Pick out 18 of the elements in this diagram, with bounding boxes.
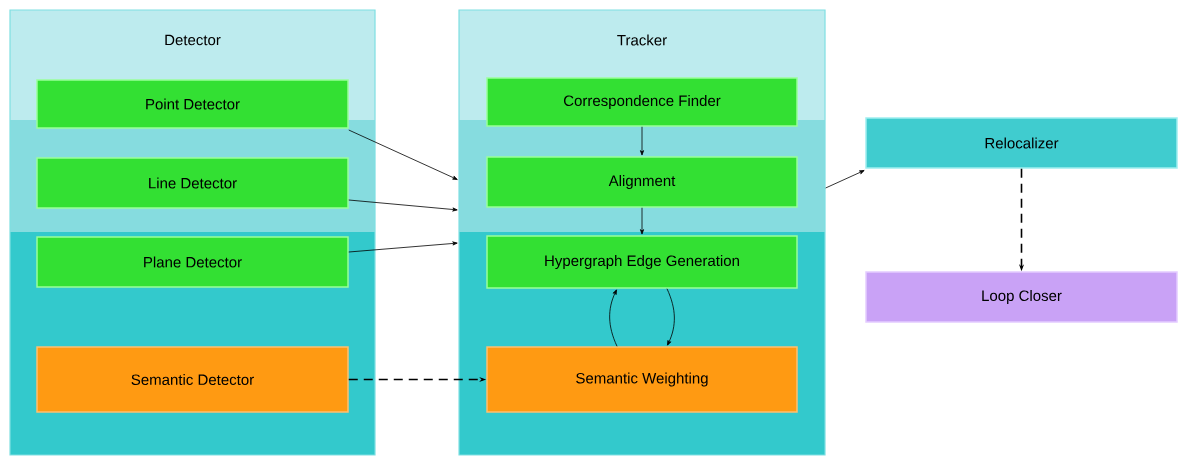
process-box: Alignment [486, 156, 798, 208]
process-box: Point Detector [36, 79, 349, 129]
arrow [348, 199, 458, 212]
arrow [640, 207, 644, 235]
process-box: Semantic Weighting [486, 346, 798, 413]
process-box: Hypergraph Edge Generation [486, 235, 798, 289]
process-box: Line Detector [36, 157, 349, 209]
arrow [348, 129, 458, 180]
process-box: Relocalizer [865, 117, 1178, 169]
process-box: Loop Closer [865, 271, 1178, 323]
arrow [609, 289, 618, 347]
process-box: Plane Detector [36, 236, 349, 288]
process-box: Semantic Detector [36, 346, 349, 413]
arrow [640, 126, 644, 156]
process-box: Correspondence Finder [486, 77, 798, 127]
arrow [825, 170, 865, 189]
arrow [348, 241, 458, 253]
arrow [666, 288, 675, 346]
